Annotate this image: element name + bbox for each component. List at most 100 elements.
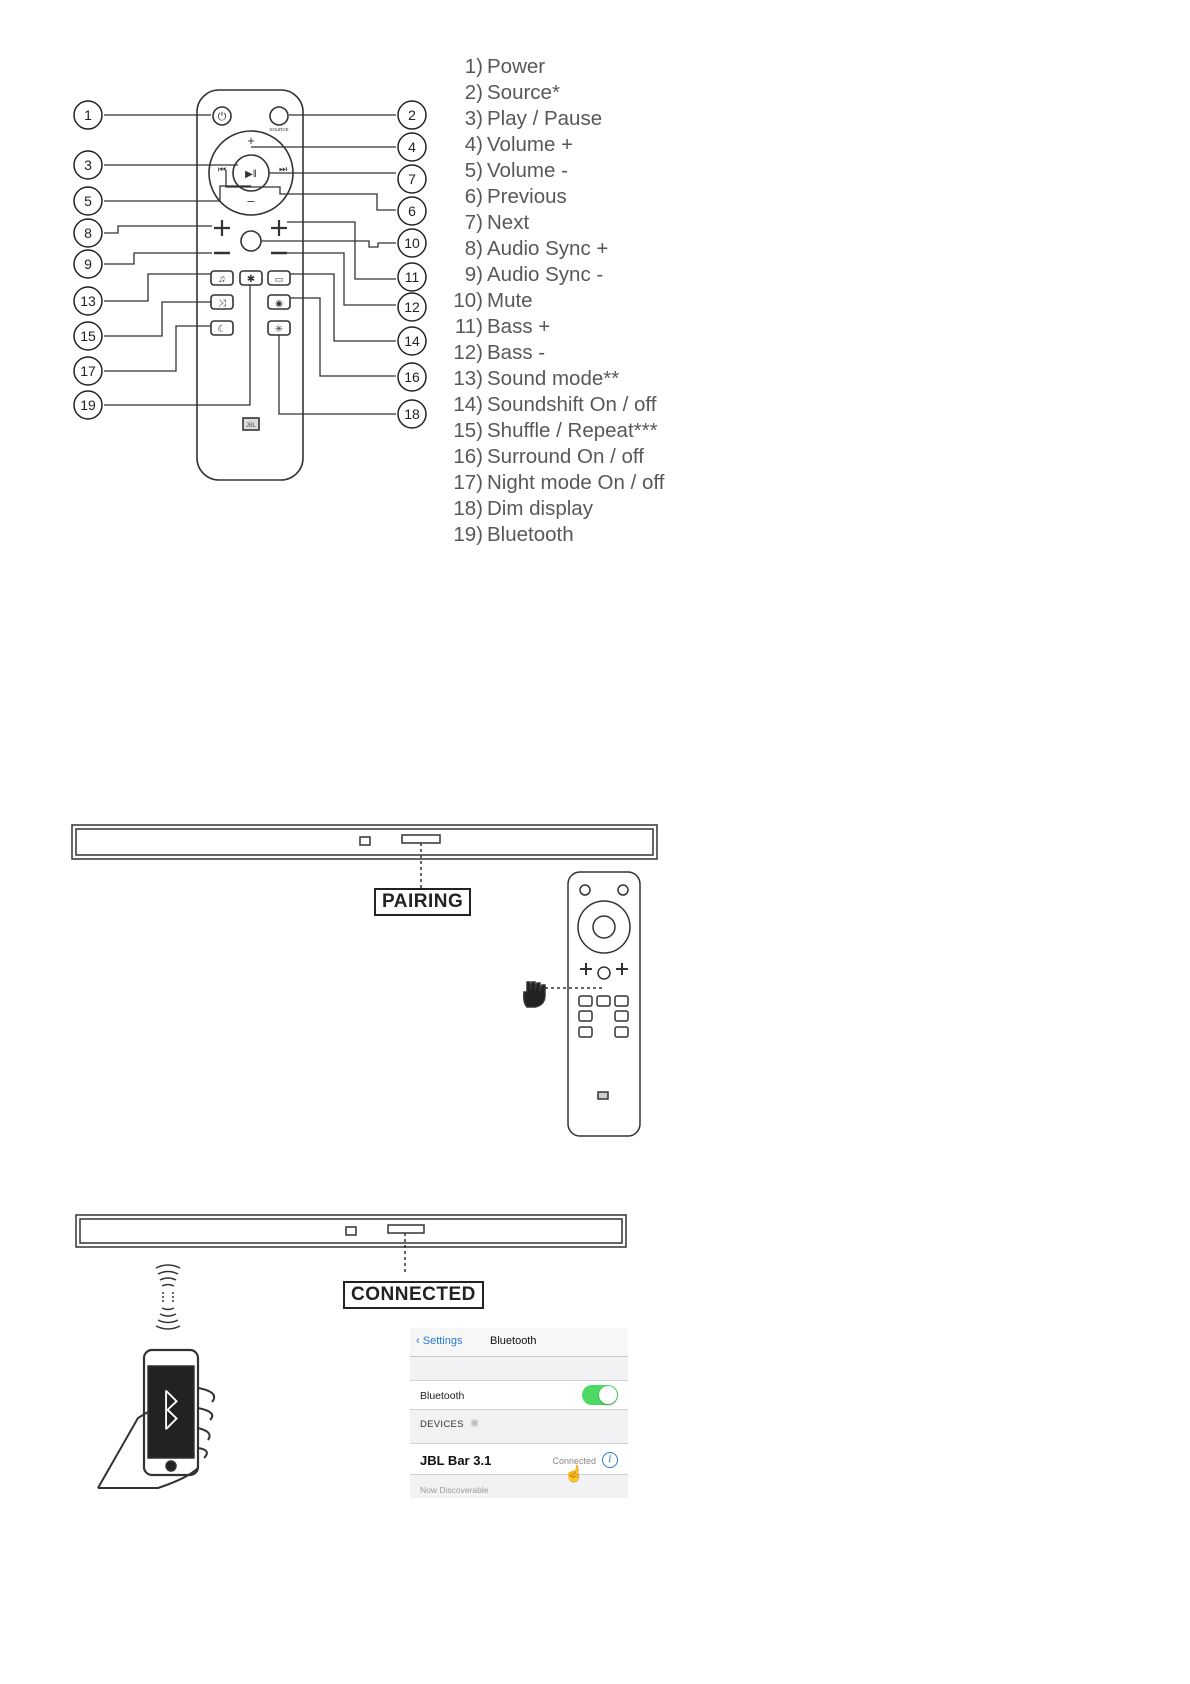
svg-text:▭: ▭ bbox=[275, 274, 284, 284]
callout-12: 12 bbox=[397, 292, 427, 322]
legend-item: 1)Power bbox=[437, 54, 737, 80]
callout-6: 6 bbox=[397, 196, 427, 226]
legend-number: 8) bbox=[464, 237, 483, 260]
spinner-icon: ✺ bbox=[470, 1418, 480, 1430]
legend-label: Audio Sync - bbox=[487, 263, 604, 286]
legend-number: 4) bbox=[464, 133, 483, 156]
legend-number: 16) bbox=[453, 445, 483, 468]
soundbar-display bbox=[401, 834, 441, 844]
legend-item: 8)Audio Sync + bbox=[437, 236, 737, 262]
legend-item: 5)Volume - bbox=[437, 158, 737, 184]
legend-item: 14)Soundshift On / off bbox=[437, 392, 737, 418]
audio-sync-plus-icon bbox=[214, 220, 230, 236]
legend-label: Dim display bbox=[487, 497, 593, 520]
legend-number: 17) bbox=[453, 471, 483, 494]
callout-7: 7 bbox=[397, 164, 427, 194]
svg-text:19: 19 bbox=[80, 397, 96, 413]
screen-title: Bluetooth bbox=[490, 1335, 537, 1347]
devices-header: DEVICES bbox=[420, 1419, 464, 1430]
back-label: Settings bbox=[422, 1335, 463, 1347]
legend-label: Bass + bbox=[487, 315, 551, 338]
soundbar bbox=[75, 1214, 627, 1248]
legend-label: Mute bbox=[487, 289, 533, 312]
bluetooth-toggle[interactable] bbox=[582, 1385, 618, 1405]
legend-item: 18)Dim display bbox=[437, 496, 737, 522]
legend-number: 18) bbox=[453, 497, 483, 520]
chevron-left-icon: ‹ bbox=[416, 1335, 423, 1347]
svg-text:18: 18 bbox=[404, 406, 420, 422]
svg-text:⏮: ⏮ bbox=[218, 164, 226, 174]
svg-text:9: 9 bbox=[84, 256, 92, 272]
legend-item: 15)Shuffle / Repeat*** bbox=[437, 418, 737, 444]
legend-number: 12) bbox=[453, 341, 483, 364]
legend-number: 10) bbox=[453, 289, 483, 312]
legend-item: 19)Bluetooth bbox=[437, 522, 737, 548]
device-name: JBL Bar 3.1 bbox=[420, 1453, 492, 1468]
callout-4: 4 bbox=[397, 132, 427, 162]
callout-18: 18 bbox=[397, 399, 427, 429]
signal-waves-bottom bbox=[155, 1307, 181, 1330]
legend-label: Bass - bbox=[487, 341, 546, 364]
svg-text:✱: ✱ bbox=[247, 274, 255, 285]
legend-number: 2) bbox=[464, 81, 483, 104]
legend-item: 11)Bass + bbox=[437, 314, 737, 340]
bluetooth-label: Bluetooth bbox=[420, 1390, 465, 1402]
back-button[interactable]: ‹ Settings bbox=[416, 1335, 462, 1347]
soundbar-display bbox=[387, 1224, 425, 1234]
power-icon bbox=[212, 106, 232, 126]
pairing-remote bbox=[567, 871, 641, 1137]
legend-item: 4)Volume + bbox=[437, 132, 737, 158]
legend-label: Audio Sync + bbox=[487, 237, 609, 260]
legend-item: 12)Bass - bbox=[437, 340, 737, 366]
legend-label: Soundshift On / off bbox=[487, 393, 657, 416]
svg-text:3: 3 bbox=[84, 157, 92, 173]
toggle-knob bbox=[599, 1386, 617, 1404]
svg-text:16: 16 bbox=[404, 369, 420, 385]
legend-number: 3) bbox=[464, 107, 483, 130]
remote-body bbox=[196, 89, 304, 481]
callout-13: 13 bbox=[73, 286, 103, 316]
legend-item: 2)Source* bbox=[437, 80, 737, 106]
callout-10: 10 bbox=[397, 228, 427, 258]
callout-11: 11 bbox=[397, 262, 427, 292]
bluetooth-icon: ᛒ bbox=[158, 1385, 184, 1436]
callout-9: 9 bbox=[73, 249, 103, 279]
signal-waves-top bbox=[155, 1264, 181, 1287]
legend-label: Source* bbox=[487, 81, 560, 104]
pointer-hand-icon: ☝ bbox=[564, 1466, 584, 1483]
svg-text:7: 7 bbox=[408, 171, 416, 187]
legend-item: 13)Sound mode** bbox=[437, 366, 737, 392]
legend-item: 9)Audio Sync - bbox=[437, 262, 737, 288]
ios-bluetooth-screen: ‹ Settings Bluetooth Bluetooth DEVICES ✺… bbox=[410, 1328, 628, 1498]
remote-logo: JBL bbox=[246, 423, 257, 429]
legend-label: Bluetooth bbox=[487, 523, 574, 546]
pairing-tag: PAIRING bbox=[374, 888, 472, 916]
device-row[interactable]: JBL Bar 3.1 Connected i bbox=[410, 1443, 628, 1475]
mute-icon bbox=[240, 230, 262, 252]
hand-outline bbox=[97, 1387, 216, 1489]
legend-item: 10)Mute bbox=[437, 288, 737, 314]
legend-item: 17)Night mode On / off bbox=[437, 470, 737, 496]
bass-plus-icon bbox=[271, 220, 287, 236]
callout-8: 8 bbox=[73, 218, 103, 248]
discoverable-text: Now Discoverable bbox=[420, 1485, 489, 1495]
callout-17: 17 bbox=[73, 356, 103, 386]
legend-number: 6) bbox=[464, 185, 483, 208]
legend-label: Power bbox=[487, 55, 546, 78]
callout-14: 14 bbox=[397, 326, 427, 356]
smartphone bbox=[142, 1348, 200, 1477]
legend-label: Previous bbox=[487, 185, 567, 208]
legend-label: Night mode On / off bbox=[487, 471, 665, 494]
legend-label: Play / Pause bbox=[487, 107, 603, 130]
svg-text:⏭: ⏭ bbox=[279, 164, 287, 174]
legend-number: 1) bbox=[464, 55, 483, 78]
soundbar bbox=[71, 824, 658, 860]
svg-text:✳: ✳ bbox=[275, 324, 283, 335]
legend-number: 5) bbox=[464, 159, 483, 182]
info-icon[interactable]: i bbox=[602, 1452, 618, 1468]
svg-text:10: 10 bbox=[404, 235, 420, 251]
svg-text:6: 6 bbox=[408, 203, 416, 219]
svg-text:▶︎‖: ▶︎‖ bbox=[245, 169, 257, 180]
svg-text:2: 2 bbox=[408, 107, 416, 123]
svg-text:⏻: ⏻ bbox=[218, 111, 227, 123]
